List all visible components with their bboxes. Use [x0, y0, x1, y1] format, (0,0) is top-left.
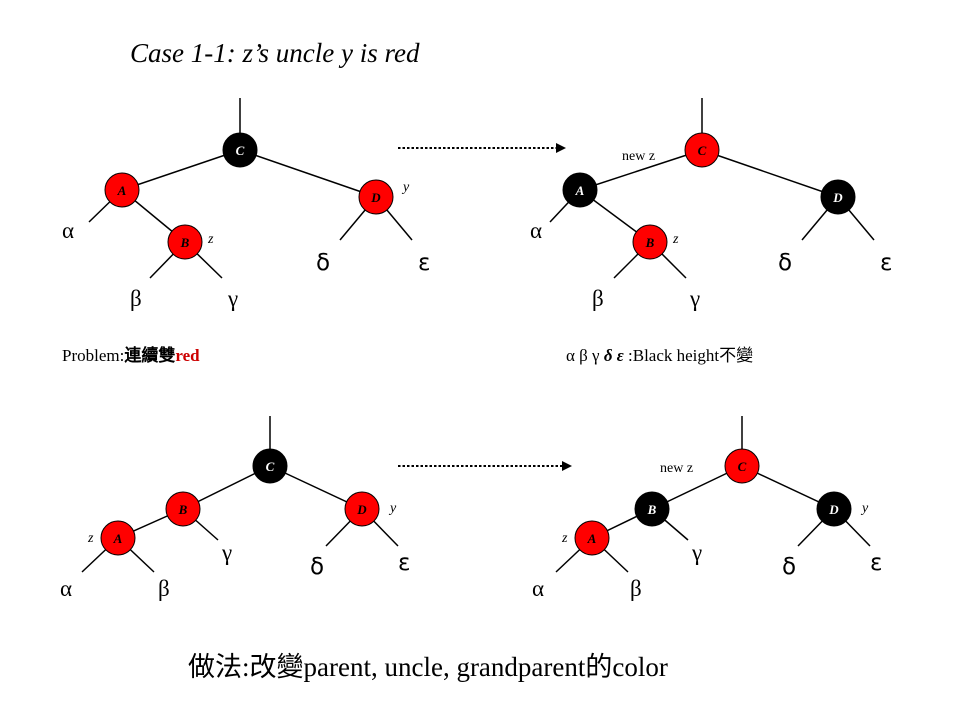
node-b-label: B: [180, 235, 190, 250]
node-c-label: C: [266, 459, 275, 474]
edge-c-d: [239, 149, 377, 198]
node-a-label: A: [117, 183, 127, 198]
node-a-label: A: [113, 531, 123, 546]
node-c-label: C: [236, 143, 245, 158]
tree-bottom-right: C B A D new z z y α β γ δ ε: [532, 416, 882, 601]
method-text: parent, uncle, grandparent: [304, 652, 586, 682]
mark-z: z: [207, 232, 214, 247]
subtree-alpha: α: [532, 576, 544, 601]
subtree-epsilon: ε: [880, 250, 892, 276]
node-b: [632, 224, 668, 260]
tree-top-left: C A B D z y α β γ δ ε: [62, 98, 430, 311]
node-a: [562, 172, 598, 208]
node-c-label: C: [698, 143, 707, 158]
subtree-gamma: γ: [221, 540, 232, 565]
subtree-gamma: γ: [227, 286, 238, 311]
method-cjk-2: 的: [585, 652, 612, 682]
subtree-gamma: γ: [689, 286, 700, 311]
subtree-delta: δ: [782, 554, 796, 580]
node-d-label: D: [356, 502, 367, 517]
node-d-label: D: [828, 502, 839, 517]
subtree-delta: δ: [310, 554, 324, 580]
arrow-bottom-head: [562, 461, 572, 471]
mark-y: y: [860, 501, 869, 516]
node-c: [252, 448, 288, 484]
subtree-epsilon: ε: [870, 550, 882, 576]
mark-y: y: [388, 501, 397, 516]
arrow-bottom: [398, 461, 572, 471]
caption-problem: Problem:連續雙red: [62, 345, 200, 365]
caption-greek-list: α β γ: [566, 346, 604, 365]
node-d: [816, 491, 852, 527]
subtree-beta: β: [630, 576, 642, 601]
node-a: [104, 172, 140, 208]
subtree-alpha: α: [530, 218, 542, 243]
subtree-alpha: α: [60, 576, 72, 601]
mark-new-z: new z: [660, 461, 693, 476]
slide-title: Case 1-1: z’s uncle y is red: [130, 38, 420, 68]
subtree-beta: β: [130, 286, 142, 311]
subtree-epsilon: ε: [418, 250, 430, 276]
method-caption: 做法:改變parent, uncle, grandparent的color: [188, 652, 668, 682]
node-a: [100, 520, 136, 556]
mark-y: y: [401, 180, 410, 195]
edge-c-d: [701, 149, 839, 198]
node-c: [724, 448, 760, 484]
node-a-label: A: [575, 183, 585, 198]
node-a: [574, 520, 610, 556]
subtree-gamma: γ: [691, 540, 702, 565]
subtree-delta: δ: [316, 250, 330, 276]
arrow-top-head: [556, 143, 566, 153]
tree-top-right: C A B D new z z α β γ δ ε: [530, 98, 892, 311]
subtree-epsilon: ε: [398, 550, 410, 576]
node-b-label: B: [647, 502, 657, 517]
caption-black-height-cjk: 不變: [719, 346, 753, 365]
mark-z: z: [561, 531, 568, 546]
method-cjk-1: 做法:改變: [188, 652, 304, 682]
mark-z: z: [87, 531, 94, 546]
node-b: [167, 224, 203, 260]
tree-bottom-left: C B A D z y α β γ δ ε: [60, 416, 410, 601]
caption-problem-cjk: 連續雙: [124, 345, 175, 365]
node-b-label: B: [178, 502, 188, 517]
mark-z: z: [672, 232, 679, 247]
subtree-beta: β: [158, 576, 170, 601]
arrow-top: [398, 143, 566, 153]
subtree-beta: β: [592, 286, 604, 311]
edge-c-a: [579, 149, 703, 191]
mark-new-z: new z: [622, 149, 655, 164]
node-c: [222, 132, 258, 168]
subtree-alpha: α: [62, 218, 74, 243]
node-b-label: B: [645, 235, 655, 250]
node-c: [684, 132, 720, 168]
node-c-label: C: [738, 459, 747, 474]
subtree-delta: δ: [778, 250, 792, 276]
caption-problem-prefix: Problem:: [62, 346, 124, 365]
method-text-2: color: [612, 652, 667, 682]
node-b: [165, 491, 201, 527]
node-d: [344, 491, 380, 527]
node-a-label: A: [587, 531, 597, 546]
node-d-label: D: [370, 190, 381, 205]
node-d: [358, 179, 394, 215]
node-d-label: D: [832, 190, 843, 205]
node-d: [820, 179, 856, 215]
caption-black-height-text: :Black height: [624, 346, 720, 365]
caption-greek-italic: δ ε: [604, 346, 624, 365]
caption-black-height: α β γ δ ε :Black height不變: [566, 346, 753, 365]
node-b: [634, 491, 670, 527]
caption-problem-red: red: [175, 346, 200, 365]
edge-c-a: [121, 149, 241, 191]
